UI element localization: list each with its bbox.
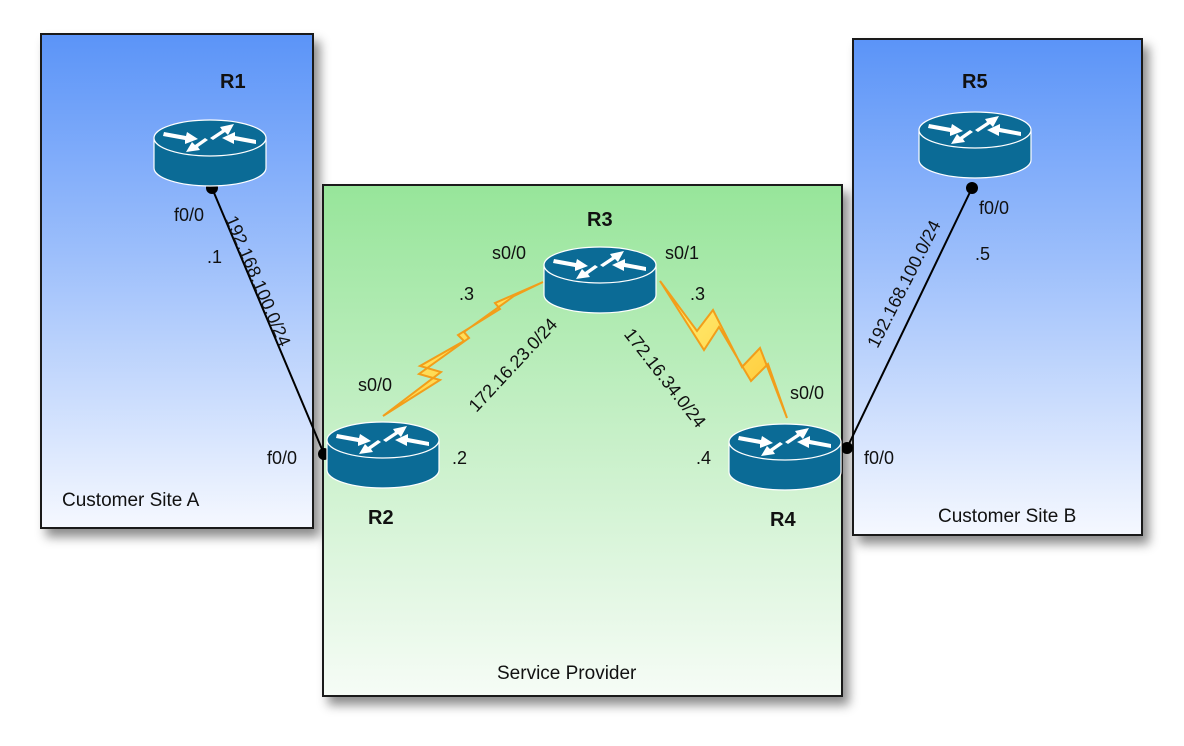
interface-label-r5-f0-0: f0/0	[979, 198, 1010, 218]
router-arrows-icon	[163, 124, 256, 152]
link-r4-r5	[846, 187, 973, 449]
router-r5[interactable]	[917, 110, 1033, 182]
port-r4-f0-0	[841, 442, 853, 454]
router-r1[interactable]	[152, 118, 268, 190]
router-label-r5: R5	[962, 71, 988, 93]
host-label-r3-s0-1: .3	[690, 284, 706, 304]
host-label-r4: .4	[696, 448, 712, 468]
serial-link-r2-r3	[382, 281, 544, 417]
host-label-r1: .1	[207, 247, 223, 267]
interface-label-r3-s0-0: s0/0	[492, 243, 527, 263]
interface-label-r1-f0-0: f0/0	[174, 205, 205, 225]
port-r5-f0-0	[966, 182, 978, 194]
interface-label-r2-s0-0: s0/0	[358, 375, 393, 395]
router-arrows-icon	[928, 116, 1021, 144]
zone-customer-site-a	[40, 33, 314, 529]
router-label-r4: R4	[770, 509, 796, 531]
zone-label-site-a: Customer Site A	[62, 490, 200, 511]
router-arrows-icon	[336, 426, 429, 454]
host-label-r2: .2	[452, 448, 468, 468]
interface-label-r2-f0-0: f0/0	[267, 448, 298, 468]
link-r1-r2	[211, 187, 325, 455]
host-label-r5: .5	[975, 244, 991, 264]
router-r2[interactable]	[325, 420, 441, 492]
router-r4[interactable]	[727, 422, 843, 494]
interface-label-r3-s0-1: s0/1	[665, 243, 700, 263]
interface-label-r4-f0-0: f0/0	[864, 448, 895, 468]
interface-label-r4-s0-0: s0/0	[790, 383, 825, 403]
router-arrows-icon	[553, 251, 646, 279]
router-label-r3: R3	[587, 209, 613, 231]
router-r3[interactable]	[542, 245, 658, 317]
host-label-r3-s0-0: .3	[459, 284, 475, 304]
router-label-r1: R1	[220, 71, 246, 93]
serial-link-r3-r4	[659, 280, 788, 419]
zone-label-site-b: Customer Site B	[938, 506, 1077, 527]
router-label-r2: R2	[368, 507, 394, 529]
router-arrows-icon	[738, 428, 831, 456]
zone-label-provider: Service Provider	[497, 663, 637, 684]
